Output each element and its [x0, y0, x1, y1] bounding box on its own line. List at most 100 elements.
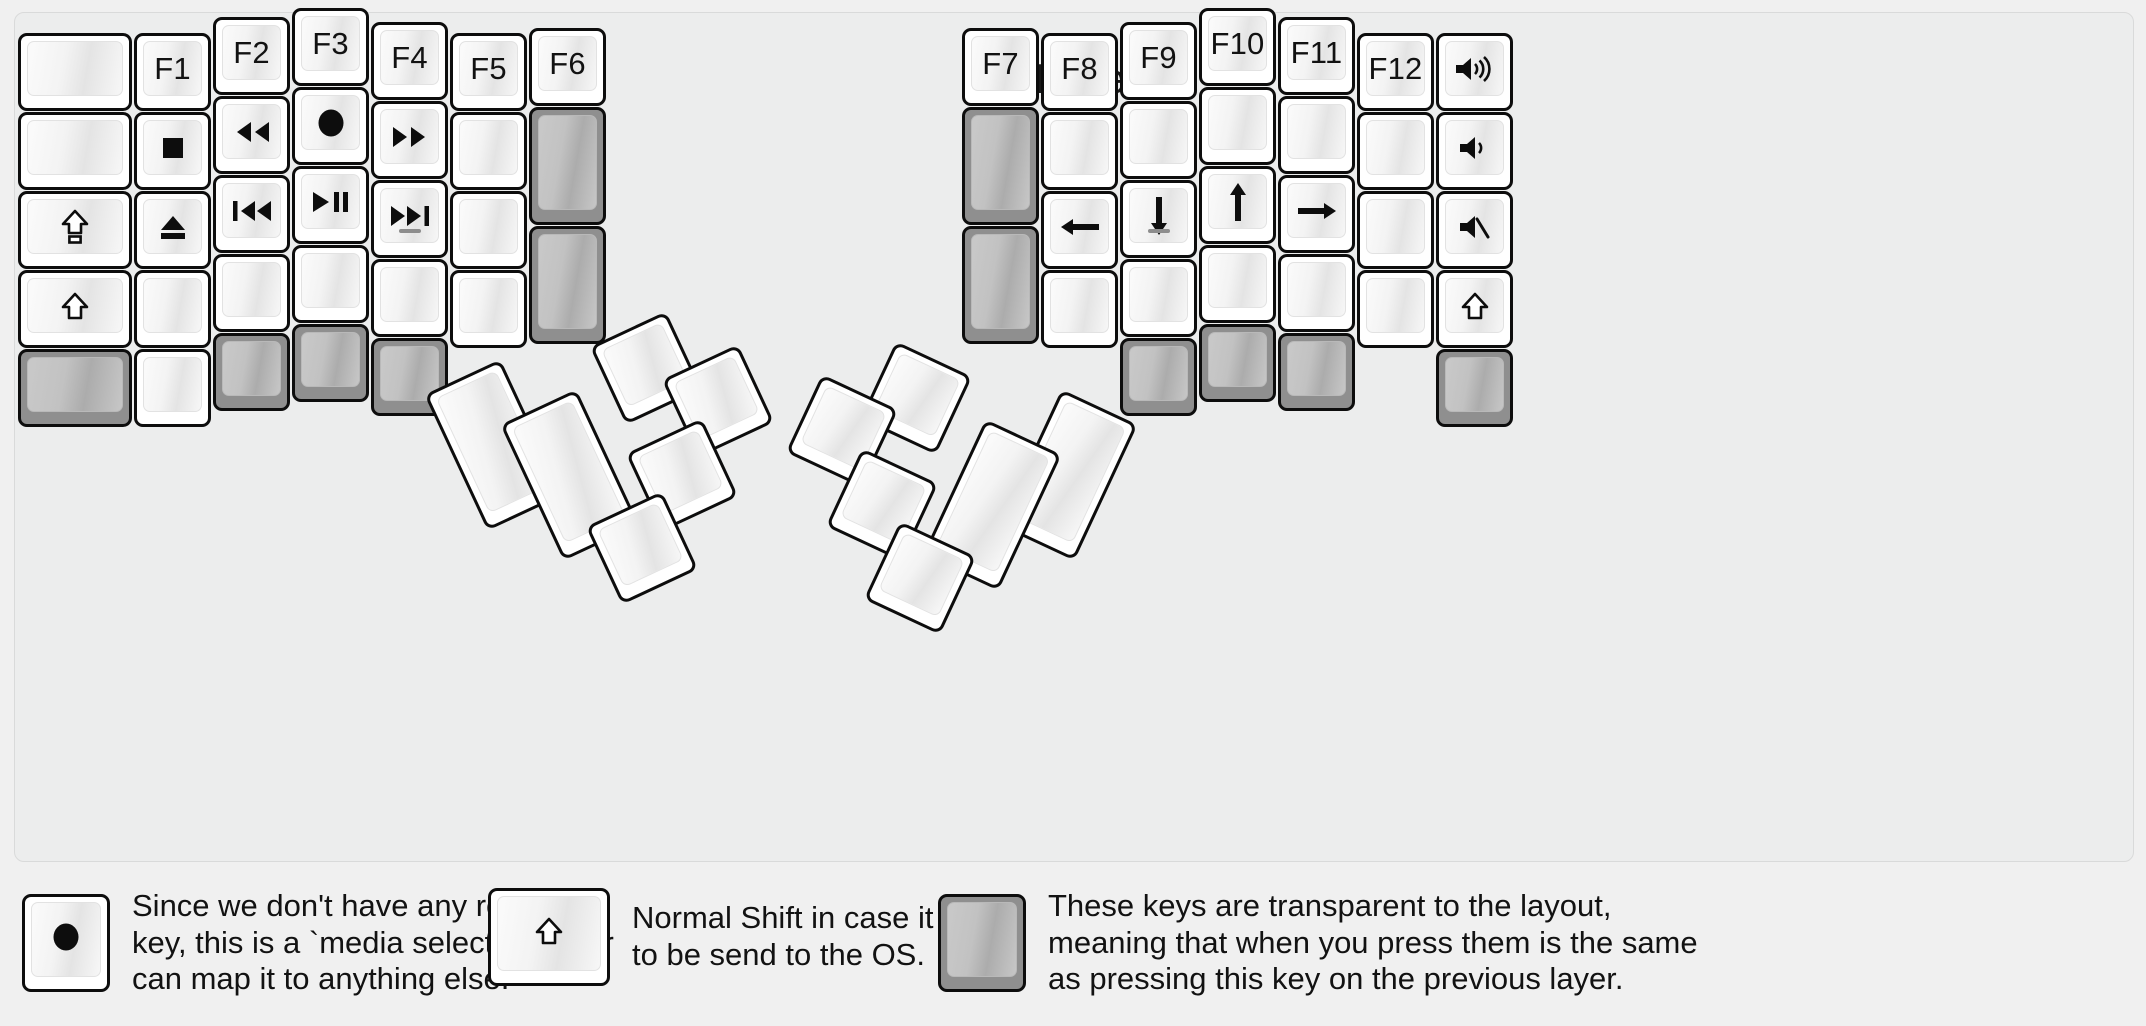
key-blank[interactable] — [18, 112, 132, 190]
play-pause-icon — [309, 188, 353, 216]
keycap — [301, 174, 360, 229]
keycap — [1208, 174, 1267, 229]
key-shift[interactable] — [18, 270, 132, 348]
caps-lock-icon — [60, 208, 90, 246]
key-f11[interactable]: F11 — [1278, 17, 1355, 95]
key-blank[interactable] — [1199, 245, 1276, 323]
keycap — [459, 120, 518, 175]
keycap — [1445, 199, 1504, 254]
key-blank[interactable] — [1357, 112, 1434, 190]
keycap — [1445, 41, 1504, 96]
key-label: F11 — [1290, 35, 1343, 70]
key-blank[interactable] — [134, 270, 211, 348]
key-f7[interactable]: F7 — [962, 28, 1039, 106]
keycap — [597, 502, 684, 588]
key-blank[interactable] — [1120, 101, 1197, 179]
key-f4[interactable]: F4 — [371, 22, 448, 100]
key-blank[interactable] — [1357, 270, 1434, 348]
arrow-up-icon — [1224, 179, 1252, 225]
keycap: F1 — [143, 41, 202, 96]
key-volume-down[interactable] — [1436, 112, 1513, 190]
key-blank[interactable] — [1120, 259, 1197, 337]
key-label: F3 — [312, 26, 349, 61]
key-f6[interactable]: F6 — [529, 28, 606, 106]
keycap — [538, 115, 597, 210]
key-arrow-down[interactable] — [1120, 180, 1197, 258]
key-f9[interactable]: F9 — [1120, 22, 1197, 100]
key-arrow-up[interactable] — [1199, 166, 1276, 244]
key-transparent[interactable] — [529, 107, 606, 225]
key-f3[interactable]: F3 — [292, 8, 369, 86]
key-blank[interactable] — [1357, 191, 1434, 269]
keycap — [1129, 267, 1188, 322]
key-blank[interactable] — [1199, 87, 1276, 165]
key-blank[interactable] — [292, 245, 369, 323]
key-label: F1 — [154, 51, 191, 86]
key-blank[interactable] — [1278, 254, 1355, 332]
rewind-icon — [231, 118, 273, 146]
key-blank[interactable] — [1041, 270, 1118, 348]
key-blank[interactable] — [134, 349, 211, 427]
homing-bump — [1147, 229, 1170, 233]
key-label: F2 — [233, 35, 270, 70]
key-blank[interactable] — [213, 254, 290, 332]
key-transparent[interactable] — [1436, 349, 1513, 427]
keycap: F12 — [1366, 41, 1425, 96]
legend-key-shift — [488, 888, 610, 986]
key-f1[interactable]: F1 — [134, 33, 211, 111]
key-blank[interactable] — [450, 270, 527, 348]
key-blank[interactable] — [450, 112, 527, 190]
keycap — [459, 199, 518, 254]
key-previous-track[interactable] — [213, 175, 290, 253]
keycap — [1445, 278, 1504, 333]
key-media-stop[interactable] — [134, 112, 211, 190]
key-transparent[interactable] — [213, 333, 290, 411]
key-next-track[interactable] — [371, 180, 448, 258]
key-play-pause[interactable] — [292, 166, 369, 244]
key-arrow-left[interactable] — [1041, 191, 1118, 269]
keycap — [878, 532, 965, 618]
keycap — [1287, 104, 1346, 159]
key-arrow-right[interactable] — [1278, 175, 1355, 253]
key-blank[interactable] — [1041, 112, 1118, 190]
key-label: F7 — [982, 46, 1019, 81]
key-transparent[interactable] — [962, 226, 1039, 344]
key-transparent[interactable] — [1199, 324, 1276, 402]
key-caps-lock[interactable] — [18, 191, 132, 269]
keycap — [222, 262, 281, 317]
key-rewind[interactable] — [213, 96, 290, 174]
legend-row: Since we don't have any recording key, t… — [0, 880, 2146, 1026]
key-blank[interactable] — [450, 191, 527, 269]
key-f2[interactable]: F2 — [213, 17, 290, 95]
keycap — [143, 357, 202, 412]
key-blank[interactable] — [1278, 96, 1355, 174]
key-transparent[interactable] — [529, 226, 606, 344]
key-transparent[interactable] — [292, 324, 369, 402]
key-label: F6 — [549, 46, 586, 81]
keycap — [1050, 199, 1109, 254]
key-transparent[interactable] — [18, 349, 132, 427]
key-blank[interactable] — [371, 259, 448, 337]
key-shift[interactable] — [1436, 270, 1513, 348]
volume-mute-icon — [1456, 211, 1494, 243]
key-f12[interactable]: F12 — [1357, 33, 1434, 111]
key-fast-forward[interactable] — [371, 101, 448, 179]
key-f10[interactable]: F10 — [1199, 8, 1276, 86]
key-eject[interactable] — [134, 191, 211, 269]
key-transparent[interactable] — [1278, 333, 1355, 411]
legend-item-record: Since we don't have any recording key, t… — [22, 888, 614, 998]
key-label: F9 — [1140, 40, 1177, 75]
key-f8[interactable]: F8 — [1041, 33, 1118, 111]
key-transparent[interactable] — [962, 107, 1039, 225]
keycap: F10 — [1208, 16, 1267, 71]
key-record[interactable] — [292, 87, 369, 165]
key-transparent[interactable] — [1120, 338, 1197, 416]
keycap — [1050, 120, 1109, 175]
keycap — [27, 199, 123, 254]
keycap — [1366, 120, 1425, 175]
key-f5[interactable]: F5 — [450, 33, 527, 111]
key-volume-mute[interactable] — [1436, 191, 1513, 269]
keycap — [1287, 183, 1346, 238]
key-volume-up[interactable] — [1436, 33, 1513, 111]
key-blank[interactable] — [18, 33, 132, 111]
